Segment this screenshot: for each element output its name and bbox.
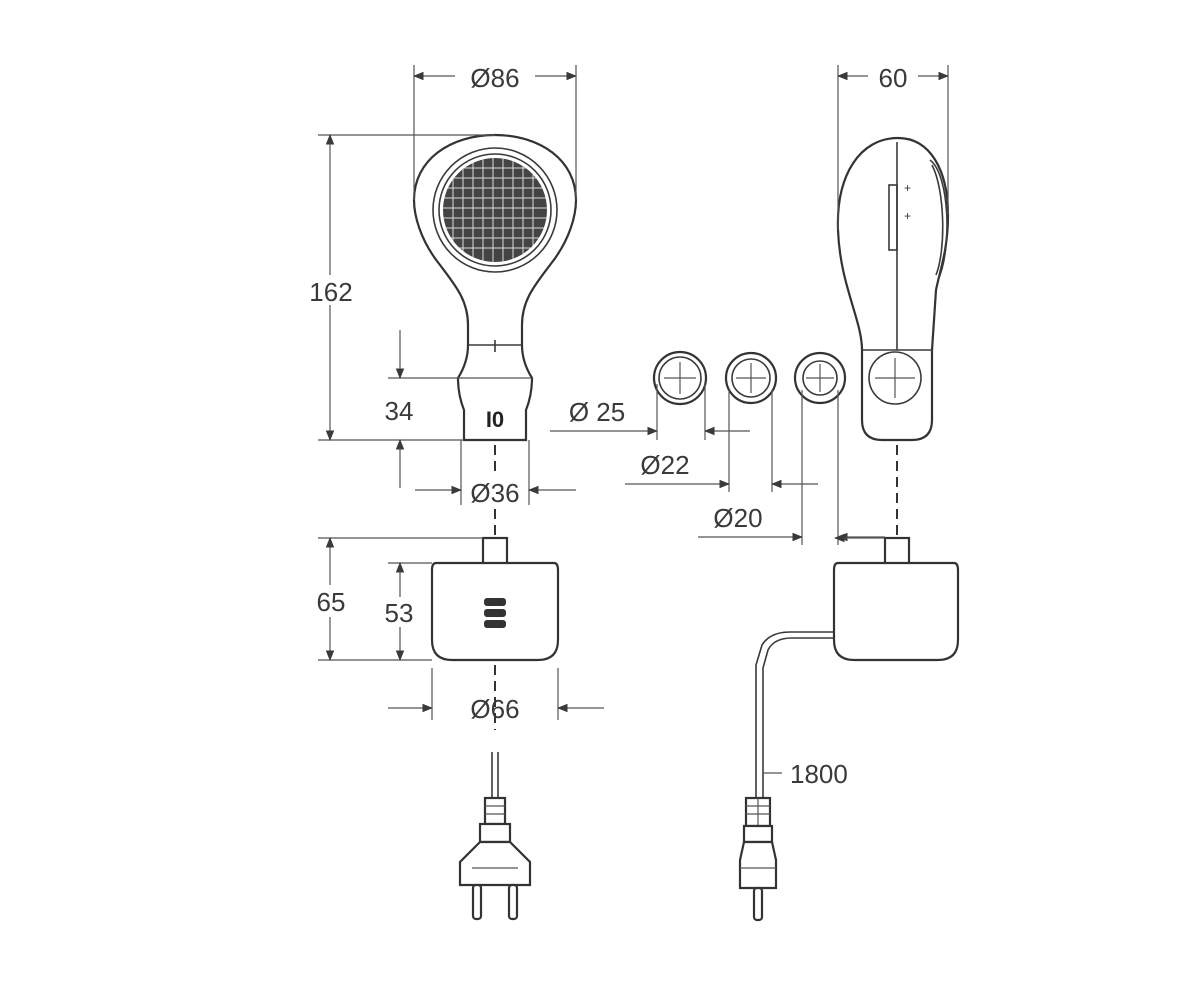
dim-label-handle-height: 34 — [385, 396, 414, 426]
dim-label-ring-22: Ø22 — [640, 450, 689, 480]
holder-badge-icon — [484, 598, 506, 628]
speed-mark-icon: + — [904, 181, 911, 195]
dim-handle-diameter: Ø36 — [415, 440, 576, 508]
dim-handle-height: 34 — [385, 330, 532, 488]
dim-holder-diameter: Ø66 — [388, 668, 604, 724]
dim-label-total-height: 162 — [309, 277, 352, 307]
dim-holder-inner-height: 53 — [378, 561, 432, 662]
handle-switch-icon: I0 — [486, 407, 504, 432]
dim-label-front-width: Ø86 — [470, 63, 519, 93]
dim-total-height: 162 — [300, 133, 495, 442]
dim-cable-length: 1800 — [762, 759, 848, 789]
grille-mesh — [443, 158, 547, 262]
dim-ring-20: Ø20 — [698, 390, 885, 545]
dim-label-holder-diameter: Ø66 — [470, 694, 519, 724]
dim-label-holder-height: 65 — [317, 587, 346, 617]
front-view-dryer-icon: I0 — [412, 133, 578, 535]
ring-adapter-icon — [793, 351, 847, 405]
dim-side-width: 60 — [836, 60, 950, 230]
wall-holder-icon — [755, 533, 960, 800]
dim-label-cable-length: 1800 — [790, 759, 848, 789]
side-view-dryer-icon: + + — [836, 136, 950, 535]
dim-label-holder-inner-height: 53 — [385, 598, 414, 628]
speed-mark-icon: + — [904, 209, 911, 223]
dim-label-side-width: 60 — [879, 63, 908, 93]
dim-holder-height: 65 — [305, 536, 483, 662]
dim-label-ring-20: Ø20 — [713, 503, 762, 533]
euro-plug-icon — [738, 796, 778, 922]
dim-ring-25: Ø 25 — [550, 384, 750, 440]
ring-adapter-icon — [652, 350, 708, 406]
dim-front-width: Ø86 — [412, 60, 578, 200]
dim-ring-22: Ø22 — [625, 390, 818, 492]
dim-label-ring-25: Ø 25 — [569, 397, 625, 427]
euro-plug-icon — [458, 752, 532, 921]
ring-adapter-icon — [724, 351, 778, 405]
wall-holder-icon — [430, 536, 560, 730]
dim-label-handle-diameter: Ø36 — [470, 478, 519, 508]
